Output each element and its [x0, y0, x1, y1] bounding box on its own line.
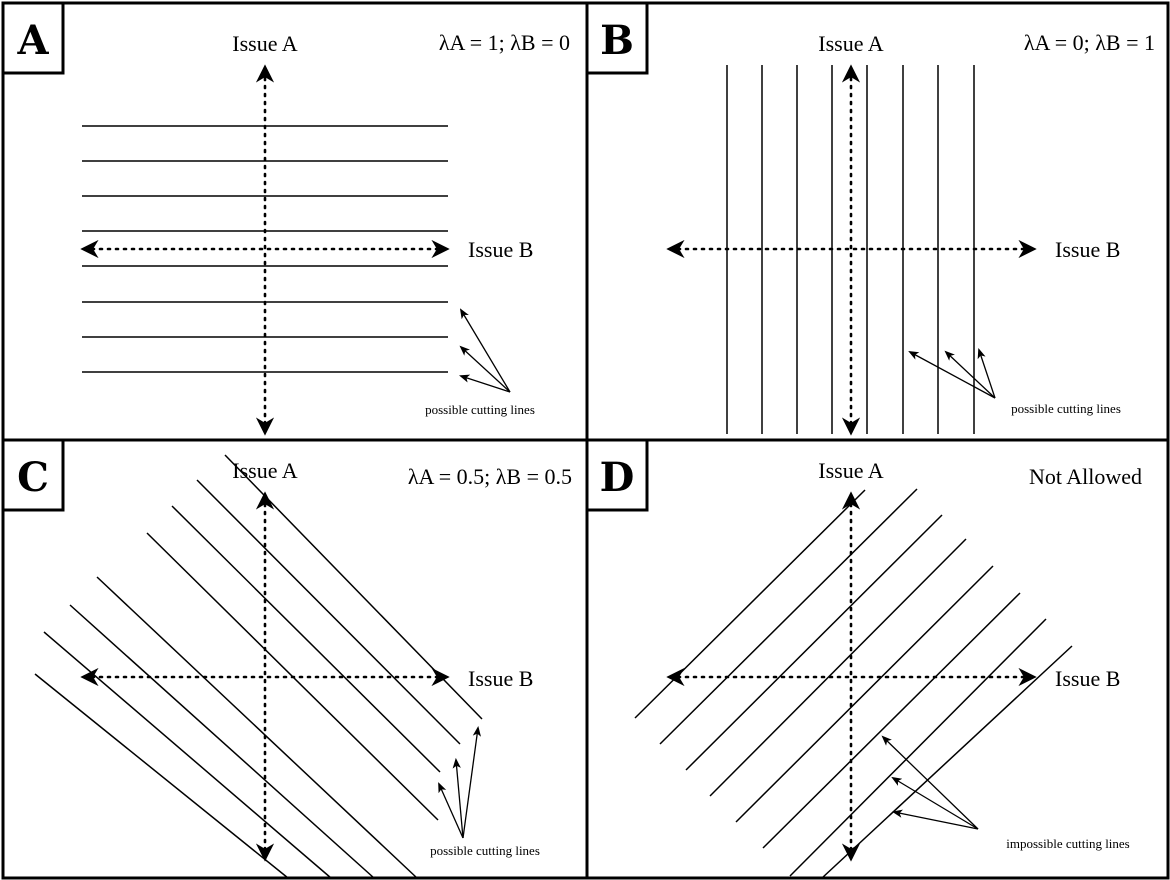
- panel-a-issue-a-label: Issue A: [232, 31, 298, 56]
- panel-c-issue-b-label: Issue B: [468, 666, 533, 691]
- cutting-line: [34, 673, 289, 879]
- cutting-line: [224, 454, 483, 720]
- cutting-line: [171, 505, 441, 773]
- annotation-arrow: [459, 308, 511, 393]
- annotation-arrow: [459, 374, 511, 393]
- panel-b-note: possible cutting lines: [1011, 401, 1121, 416]
- panel-b-frame: [585, 1, 1170, 442]
- panel-d-params: Not Allowed: [1029, 464, 1142, 489]
- cutting-line: [96, 576, 418, 879]
- panel-b-params: λA = 0; λB = 1: [1024, 30, 1155, 55]
- panel-d-issue-b-label: Issue B: [1055, 666, 1120, 691]
- panel-d-note: impossible cutting lines: [1006, 836, 1130, 851]
- cutting-line: [789, 618, 1047, 877]
- panel-c-letter: C: [17, 454, 49, 501]
- panel-a-annotation-arrows: [459, 308, 511, 393]
- annotation-arrow: [944, 350, 996, 399]
- annotation-arrow: [462, 725, 481, 839]
- cutting-line: [196, 479, 461, 745]
- panel-b-letter: B: [600, 17, 634, 64]
- cutting-line: [659, 488, 918, 745]
- panel-c-letter-box: [1, 438, 65, 512]
- annotation-arrow: [891, 809, 979, 830]
- cutting-line: [735, 565, 994, 823]
- panel-c-issue-a-label: Issue A: [232, 458, 298, 483]
- panel-c-params: λA = 0.5; λB = 0.5: [408, 464, 572, 489]
- panel-a-params: λA = 1; λB = 0: [439, 30, 570, 55]
- panel-a-note: possible cutting lines: [425, 402, 535, 417]
- panel-d: D Issue A Issue B Not Allowed impossible…: [585, 438, 1170, 880]
- panel-c-frame: [1, 438, 589, 880]
- panel-d-cutting-lines: [634, 488, 1073, 879]
- panel-a-issue-b-label: Issue B: [468, 237, 533, 262]
- cutting-line: [762, 592, 1021, 849]
- panel-b-annotation-arrows: [908, 348, 996, 399]
- panel-c-cutting-lines: [34, 454, 483, 879]
- annotation-arrow: [452, 757, 464, 839]
- panel-b-issue-b-label: Issue B: [1055, 237, 1120, 262]
- cutting-line: [69, 604, 375, 879]
- panel-d-letter-box: [585, 438, 649, 512]
- cutting-line: [634, 489, 866, 719]
- panel-b-letter-box: [585, 1, 649, 75]
- annotation-arrow: [459, 345, 511, 393]
- panel-a-letter: A: [16, 17, 49, 64]
- panel-d-annotation-arrows: [881, 735, 979, 830]
- panel-c-note: possible cutting lines: [430, 843, 540, 858]
- panel-d-frame: [585, 438, 1170, 880]
- panel-d-issue-a-label: Issue A: [818, 458, 884, 483]
- annotation-arrow: [891, 776, 979, 830]
- annotation-arrow: [438, 782, 464, 839]
- cutting-line: [43, 631, 332, 879]
- cutting-line: [709, 538, 967, 797]
- annotation-arrow: [977, 348, 996, 399]
- panel-b-issue-a-label: Issue A: [818, 31, 884, 56]
- panel-a: A Issue A Issue B λA = 1; λB = 0 possibl…: [1, 1, 589, 442]
- annotation-arrow: [881, 735, 979, 830]
- panel-a-letter-box: [1, 1, 65, 75]
- annotation-arrow: [908, 351, 996, 399]
- panel-c-annotation-arrows: [438, 725, 481, 839]
- panel-c: C Issue A Issue B λA = 0.5; λB = 0.5 pos…: [1, 438, 589, 880]
- panel-d-letter: D: [600, 454, 635, 501]
- cutting-line: [685, 514, 943, 771]
- panel-b: B Issue A Issue B λA = 0; λB = 1 possibl…: [585, 1, 1170, 442]
